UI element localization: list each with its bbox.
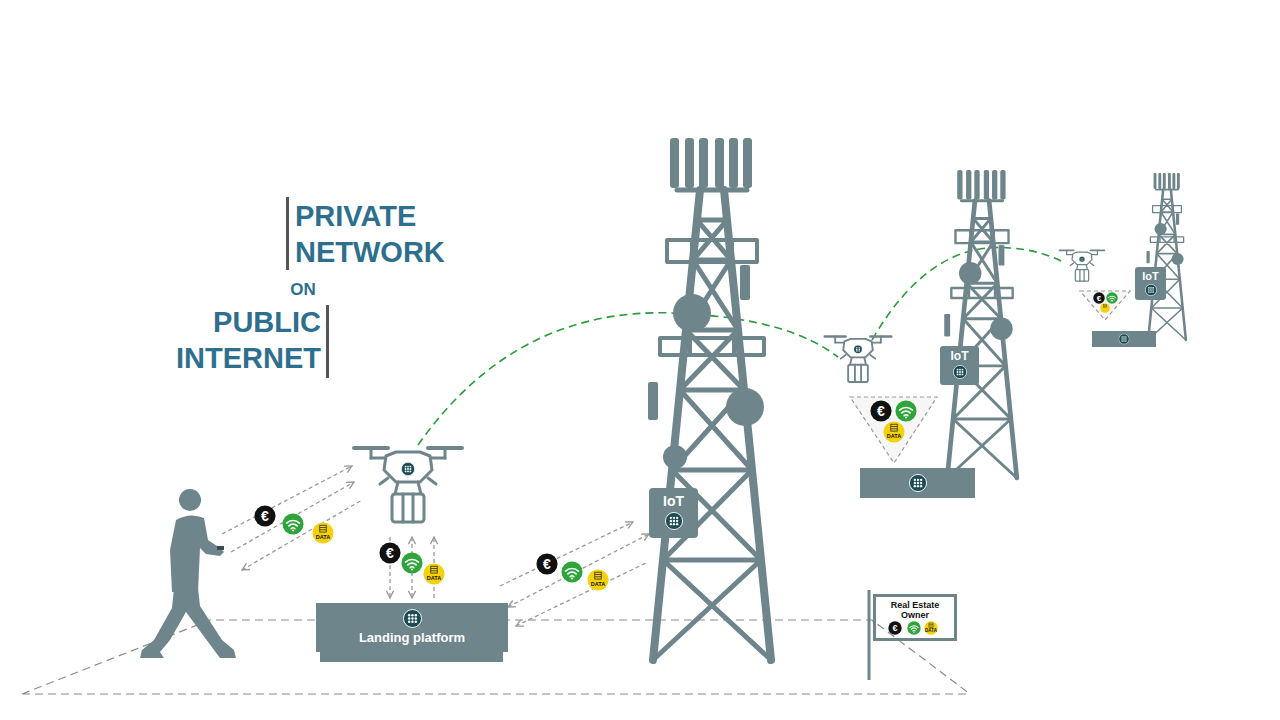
iot-box: IoT [940,346,979,385]
connector [508,534,649,607]
data-tag: DATA [591,581,605,587]
keypad-icon [953,365,967,379]
platform-base [320,651,503,662]
title-text: PRIVATE NETWORK [295,198,455,270]
data-tag: DATA [887,433,901,439]
iot-label: IoT [1142,270,1159,282]
keypad-icon [403,609,422,628]
euro-symbol: € [386,546,394,561]
data-tag: DATA [427,575,441,581]
keypad-icon [1145,284,1157,296]
person [140,489,236,658]
iot-box: IoT [1135,267,1166,300]
drop-zone [850,291,1130,463]
euro-symbol: € [892,623,897,633]
drone [354,250,1105,522]
title-text: ON [290,280,316,299]
platform-label: Landing platform [359,630,465,645]
euro-symbol: € [543,557,551,572]
sign-pole [868,590,871,680]
sign-label: Real Estate Owner [881,600,949,620]
real-estate-sign: Real Estate Owner [873,594,957,641]
euro-symbol: € [1097,294,1101,303]
iot-box: IoT [649,488,698,538]
euro-symbol: € [877,404,885,419]
cell-tower [648,138,1186,660]
landing-platform: Landing platform [316,603,508,652]
keypad-icon [665,512,683,530]
token-icon [254,292,1117,634]
iot-label: IoT [951,349,969,363]
euro-symbol: € [261,509,269,524]
data-tag: DATA [925,628,937,633]
data-tag: DATA [316,534,330,540]
title-text: PUBLIC INTERNET [161,304,321,376]
data-arrow [222,466,648,626]
iot-label: IoT [663,493,684,509]
remote-platform [860,331,1156,498]
